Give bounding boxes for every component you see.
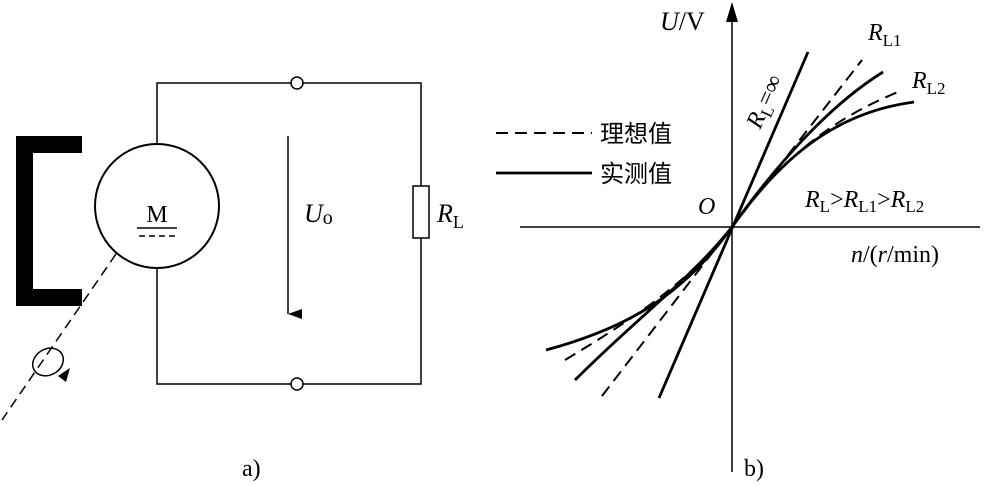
origin-label: O bbox=[698, 194, 715, 220]
circuit-wire-top-right bbox=[303, 82, 422, 186]
curve-rl2-measured bbox=[545, 100, 915, 352]
x-axis-label: n/(r/min) bbox=[851, 242, 939, 268]
circuit-wire-bottom-right bbox=[303, 238, 422, 385]
rotation-arrow-icon bbox=[31, 347, 70, 382]
y-axis-arrow bbox=[726, 2, 738, 22]
circuit-wire-top bbox=[156, 82, 291, 144]
characteristic-graph: U/V n/(r/min) O RL=∞ RL1 RL2 RL>RL1>R bbox=[496, 2, 980, 482]
label-rl1: RL1 bbox=[867, 20, 902, 50]
circuit-diagram: M RL Uo a) bbox=[1, 76, 464, 482]
label-rl2: RL2 bbox=[911, 68, 946, 98]
panel-a-caption: a) bbox=[242, 456, 261, 482]
label-rl-infinite: RL=∞ bbox=[741, 71, 791, 135]
magnet-bracket bbox=[16, 136, 82, 306]
legend-ideal-label: 理想值 bbox=[600, 120, 672, 148]
voltage-label: Uo bbox=[304, 199, 333, 229]
load-resistor bbox=[412, 185, 430, 239]
terminal-top bbox=[290, 76, 304, 90]
legend-measured-label: 实测值 bbox=[600, 160, 672, 188]
terminal-bottom bbox=[290, 377, 304, 391]
load-resistor-label: RL bbox=[436, 199, 464, 232]
shaft-axis bbox=[1, 253, 117, 421]
y-axis-label: U/V bbox=[660, 7, 705, 36]
load-relation: RL>RL1>RL2 bbox=[804, 187, 924, 216]
legend: 理想值 实测值 bbox=[496, 120, 672, 188]
panel-b-caption: b) bbox=[744, 456, 764, 482]
motor-label: M bbox=[146, 202, 167, 228]
circuit-wire-bottom bbox=[156, 268, 291, 385]
curve-rl1-measured bbox=[574, 70, 884, 381]
